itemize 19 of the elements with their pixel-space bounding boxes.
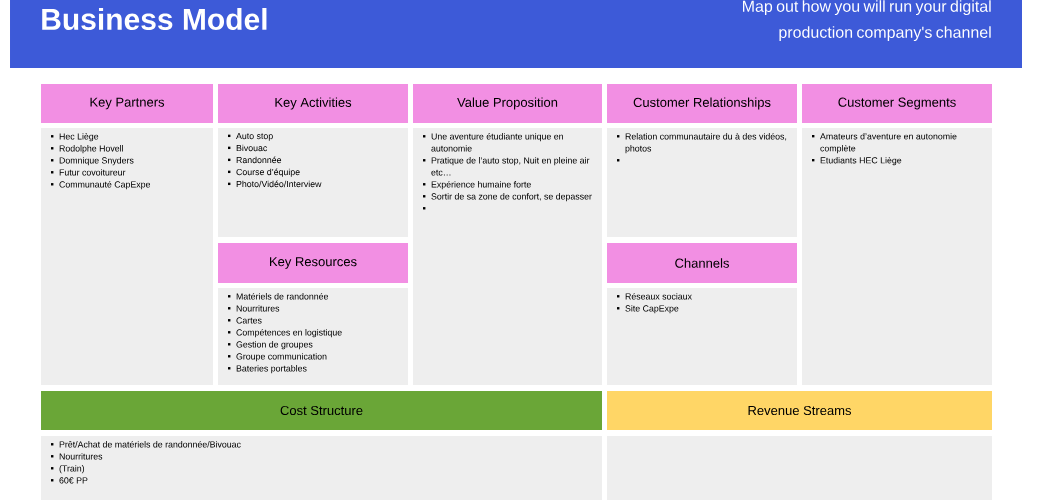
section-header: Customer Relationships: [607, 84, 797, 123]
section-header: Customer Segments: [802, 84, 992, 123]
section-header: Revenue Streams: [607, 391, 992, 430]
section-body: Auto stop Bivouac Randonnée Course d’équipe Photo/Vidéo/Interview: [218, 128, 408, 237]
section-body: Relation communautaire du à des vidéos, photos: [607, 128, 797, 237]
section-body: Réseaux sociaux Site CapExpe: [607, 288, 797, 385]
section-header: Key Resources: [218, 243, 408, 283]
section-header: Key Partners: [41, 84, 213, 123]
section-header: Channels: [607, 243, 797, 283]
section-body: Hec Liège Rodolphe Hovell Domnique Snyders Futur covoitureur Communauté CapExpe: [41, 128, 213, 385]
section-body: Prêt/Achat de matériels de randonnée/Bivouac Nourritures (Train) 60€ PP: [41, 436, 602, 500]
section-header: Value Proposition: [413, 84, 602, 123]
section-header: Key Activities: [218, 84, 408, 123]
section-body: Matériels de randonnée Nourritures Cartes Compétences en logistique Gestion de groupes Groupe communication Bateries portables: [218, 288, 408, 385]
title: Business Model: [42, 8, 267, 30]
section-body: Une aventure étudiante unique en autonomie Pratique de l’auto stop, Nuit en pleine air etc… Expérience humaine forte Sortir de sa zone de confort, se depasser: [413, 128, 602, 385]
section-body: Amateurs d’aventure en autonomie complète Etudiants HEC Liège: [802, 128, 992, 385]
section-header: Cost Structure: [41, 391, 602, 430]
subtitle: Map out how you will run your digital production company's channel: [743, 0, 991, 42]
